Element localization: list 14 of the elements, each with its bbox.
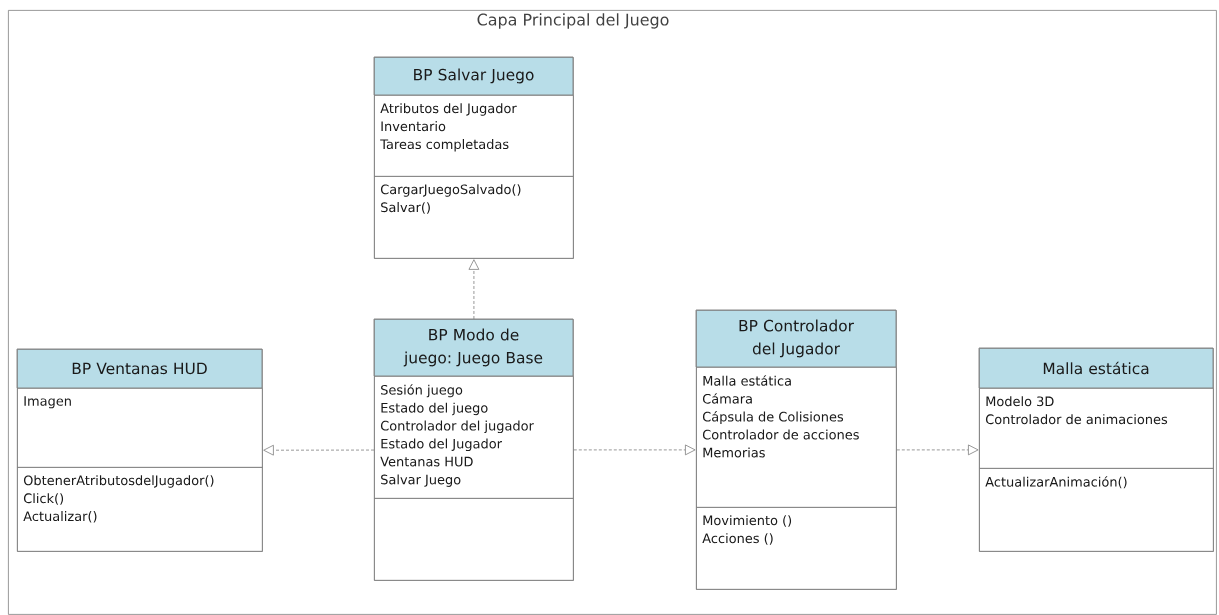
compartment-box: Sesión juego Estado del juego Controlador del jugador Estado del Jugador Ventanas HUD Salvar Juego xyxy=(374,376,574,499)
empty-compartment xyxy=(374,498,574,581)
dependency-arrow xyxy=(468,259,480,320)
dependency-arrow xyxy=(263,444,375,456)
compartment-box: ObtenerAtributosdelJugador() Click() Actualizar() xyxy=(17,467,263,552)
compartment-box: Malla estática Cámara Cápsula de Colisiones Controlador de acciones Memorias xyxy=(696,367,897,508)
compartment-box: CargarJuegoSalvado() Salvar() xyxy=(374,176,574,259)
compartment-box: Movimiento () Acciones () xyxy=(696,507,897,590)
compartment-box: ActualizarAnimación() xyxy=(979,468,1214,552)
compartment-box: Modelo 3D Controlador de animaciones xyxy=(979,388,1214,469)
dependency-arrow xyxy=(896,444,979,456)
dependency-arrow xyxy=(573,444,696,456)
compartment-box: Imagen xyxy=(17,388,263,468)
compartment-box: Atributos del Jugador Inventario Tareas completadas xyxy=(374,95,574,177)
